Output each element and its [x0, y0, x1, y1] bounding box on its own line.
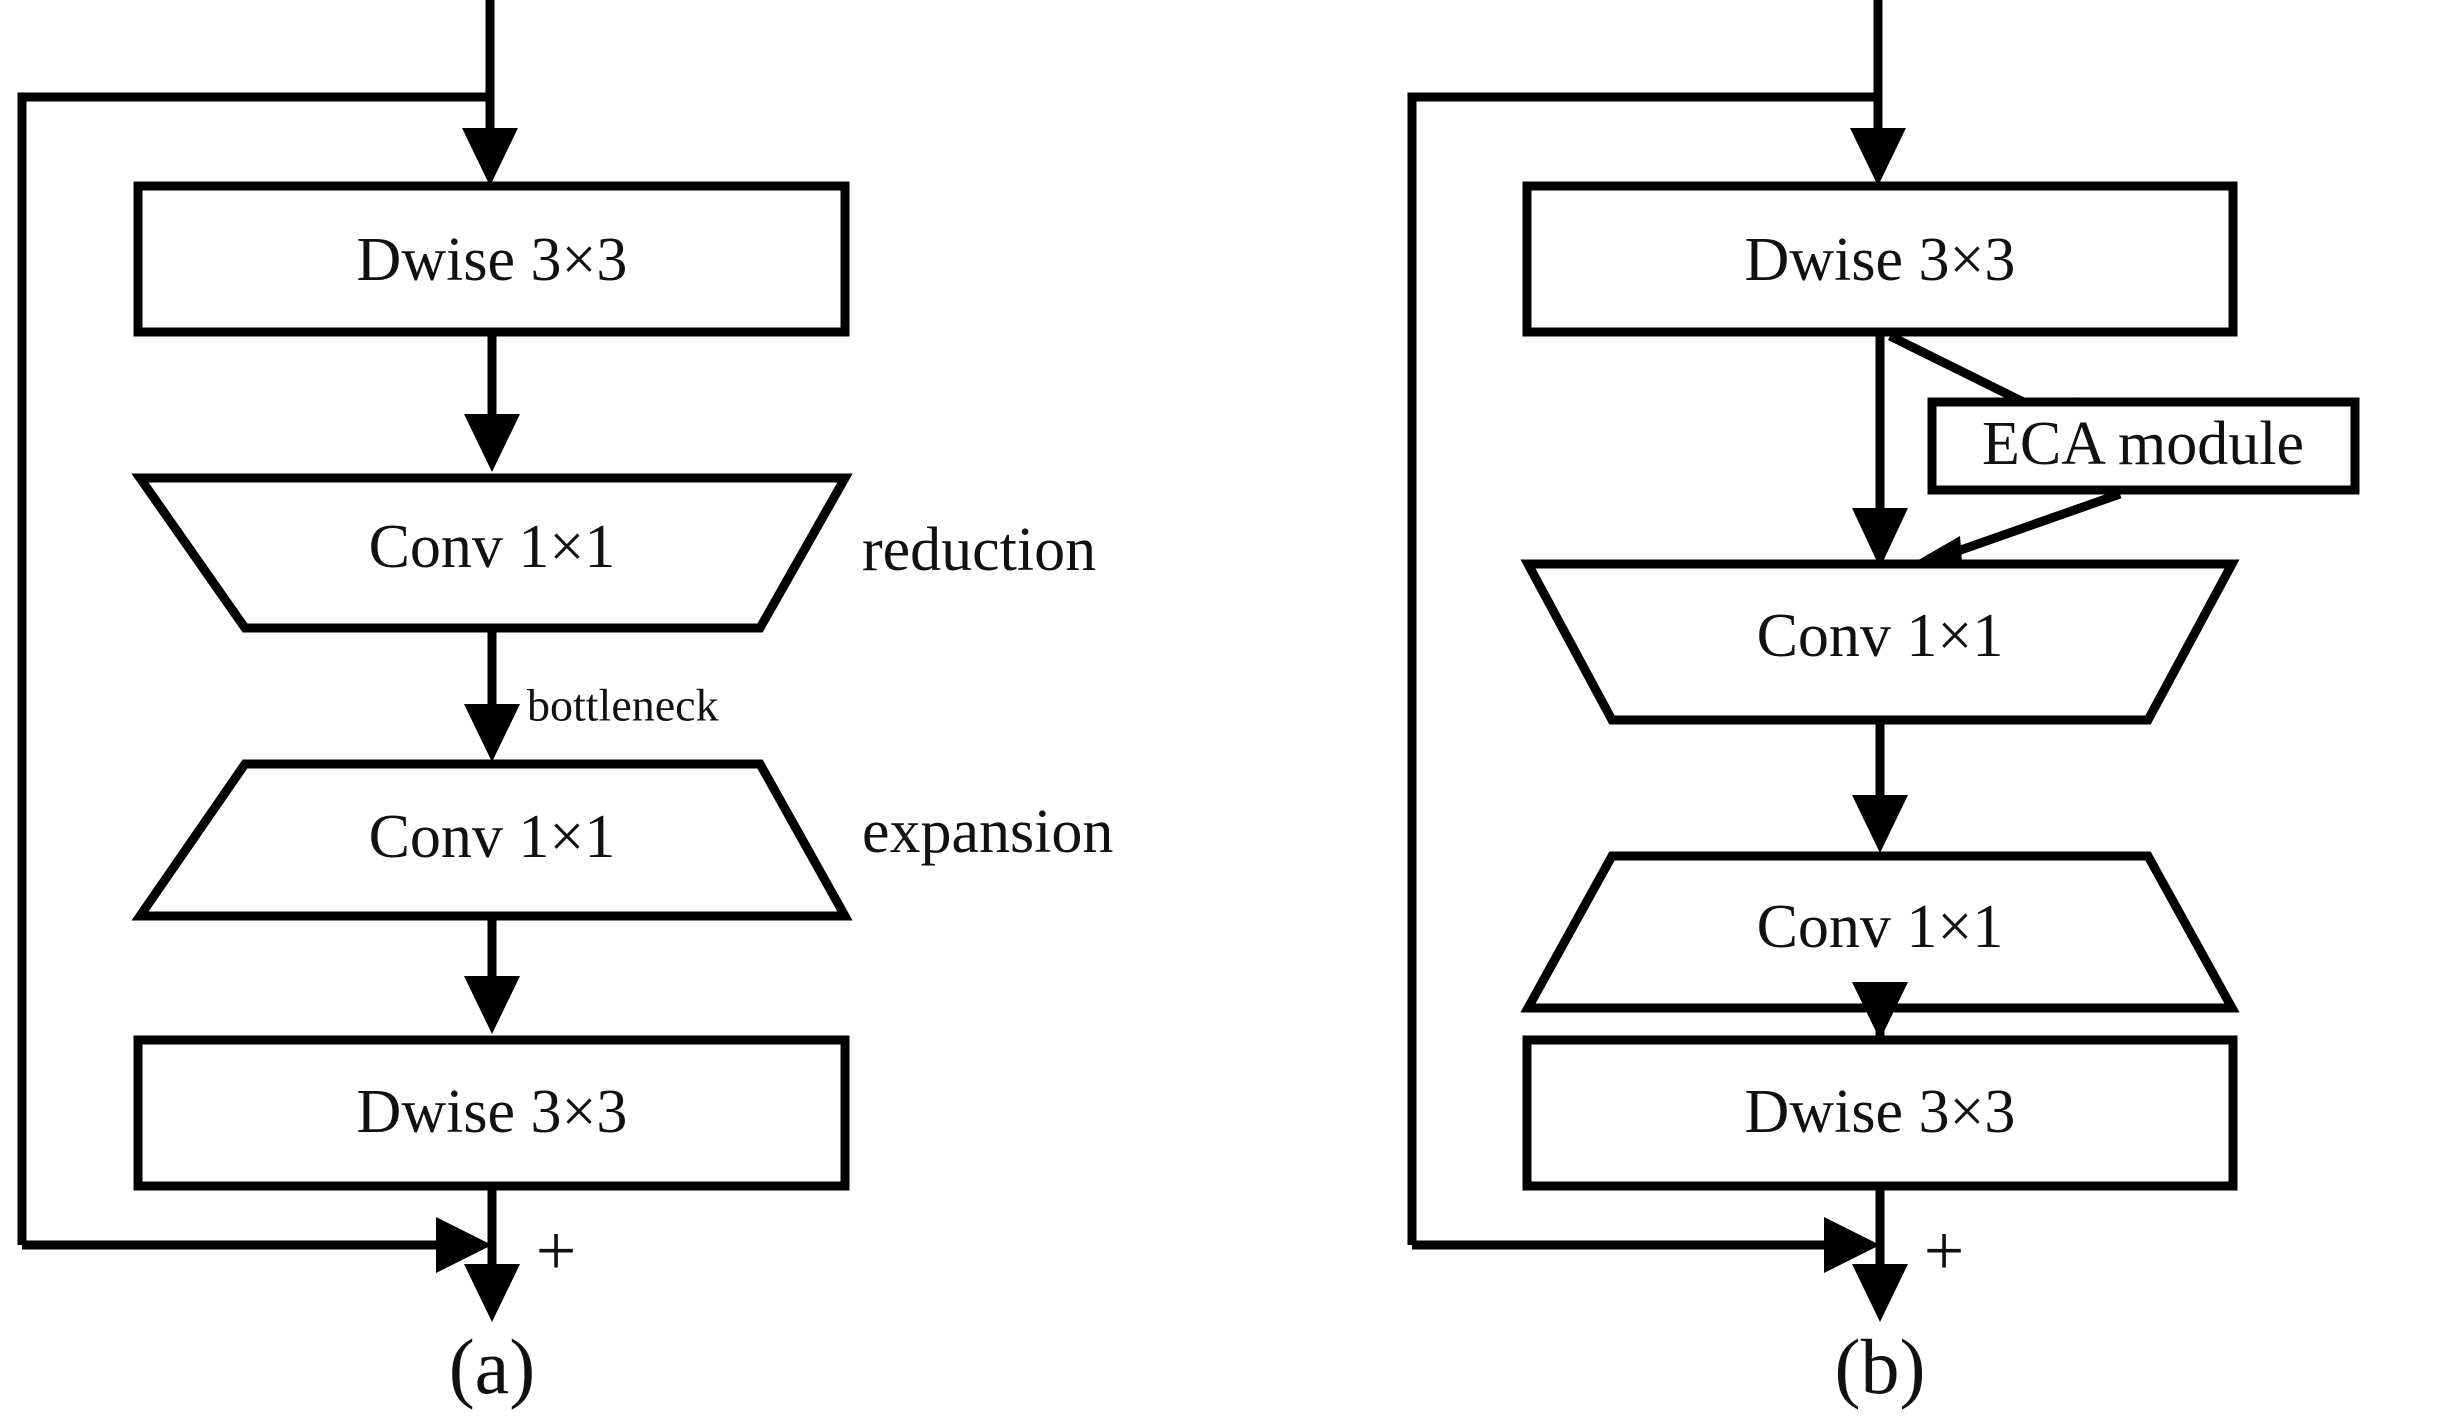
b-node-dwise-bottom-label: Dwise 3×3 [1745, 1078, 2016, 1146]
b-node-dwise-bottom[interactable] [1522, 1035, 2238, 1191]
b-node-eca-module[interactable] [1927, 397, 2360, 495]
a-skip-arrowhead [436, 1217, 492, 1273]
b-input-arrowhead [1850, 128, 1906, 186]
a-node-dwise-top-label: Dwise 3×3 [357, 226, 628, 294]
b-edge-reduce-to-expand-arrowhead [1852, 795, 1908, 853]
b-residual-add-symbol: + [1924, 1211, 1965, 1291]
a-node-conv-reduction-label: Conv 1×1 [369, 513, 616, 581]
panel-b: Dwise 3×3 ECA module Conv 1×1 Conv 1×1 [1407, 0, 2360, 1410]
b-edge-expand-to-dwise-arrowhead [1852, 982, 1908, 1040]
a-node-conv-expansion[interactable] [131, 759, 853, 921]
a-node-conv-expansion-label: Conv 1×1 [369, 803, 616, 871]
b-edge-eca-to-reduce [1936, 489, 2122, 563]
a-node-dwise-bottom-label: Dwise 3×3 [357, 1078, 628, 1146]
a-output-arrowhead [464, 1264, 520, 1322]
a-skip-connection-path [17, 92, 490, 1245]
b-output-arrowhead [1852, 1264, 1908, 1322]
b-node-dwise-top-label: Dwise 3×3 [1745, 226, 2016, 294]
a-annotation-expansion: expansion [862, 798, 1113, 866]
a-node-dwise-top[interactable] [133, 181, 850, 337]
a-edge-bottleneck-arrowhead [464, 704, 520, 762]
b-skip-connection-path [1407, 92, 1878, 1245]
b-skip-arrowhead [1824, 1217, 1880, 1273]
b-panel-caption: (b) [1835, 1323, 1926, 1410]
b-node-eca-module-label: ECA module [1982, 410, 2304, 478]
a-edge-dwise-to-reduce-arrowhead [464, 414, 520, 472]
a-panel-caption: (a) [449, 1323, 536, 1410]
a-annotation-bottleneck: bottleneck [527, 680, 719, 731]
a-node-dwise-bottom[interactable] [133, 1035, 850, 1191]
b-node-conv-reduction-label: Conv 1×1 [1757, 602, 2004, 670]
panel-a: Dwise 3×3 Conv 1×1 reduction bottleneck … [17, 0, 1113, 1410]
b-edge-dwise-to-reduce-arrowhead [1852, 508, 1908, 568]
b-node-conv-expansion[interactable] [1520, 851, 2240, 1013]
a-input-arrowhead [462, 128, 518, 186]
a-residual-add-symbol: + [536, 1211, 577, 1291]
b-node-conv-reduction[interactable] [1520, 559, 2240, 725]
b-node-conv-expansion-label: Conv 1×1 [1757, 893, 2004, 961]
a-annotation-reduction: reduction [862, 516, 1096, 584]
a-node-conv-reduction[interactable] [131, 473, 853, 633]
a-edge-expand-to-dwise-arrowhead [464, 976, 520, 1034]
